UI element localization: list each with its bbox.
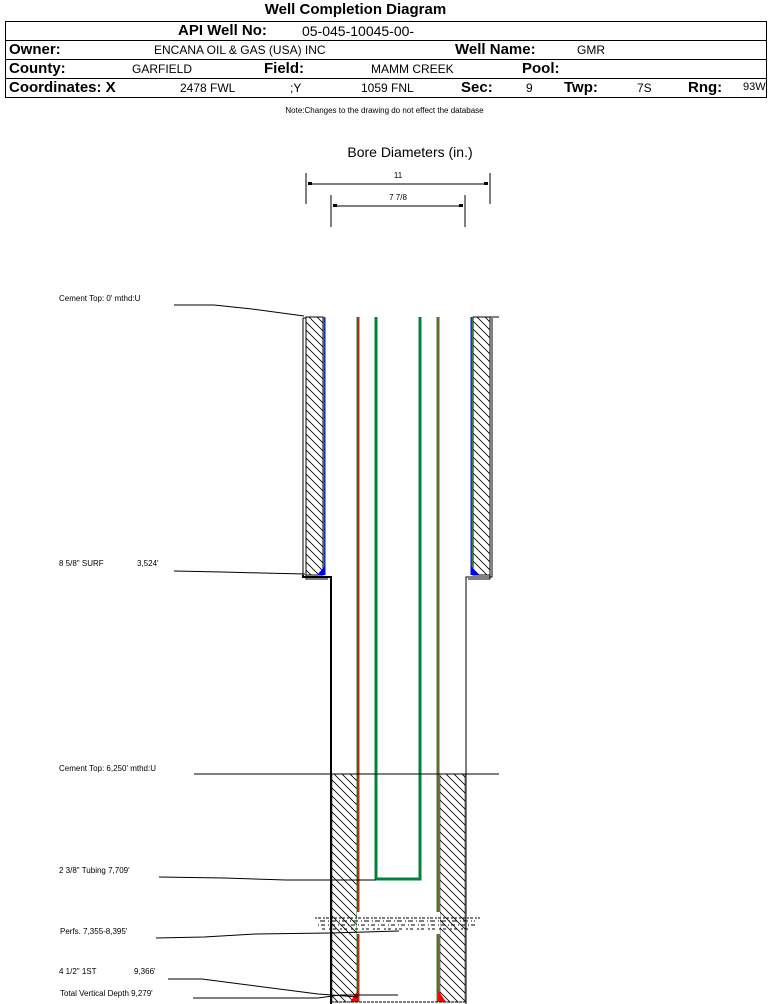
bore-diameter-7-7-8-label: 7 7/8 — [389, 193, 407, 202]
surface-casing-shoe-right — [471, 566, 479, 575]
surface-cement-left — [305, 316, 324, 576]
field-value: MAMM CREEK — [371, 62, 454, 76]
leader-cement-top-1 — [174, 304, 305, 317]
production-cement-left — [331, 773, 358, 1003]
rng-label: Rng: — [688, 79, 723, 96]
bore-dimension-11: 11 — [305, 171, 491, 204]
production-casing-shoe-right — [438, 990, 446, 1002]
production-cement-right — [439, 773, 466, 1003]
surface-cement-right — [472, 316, 491, 576]
label-production-casing-name: 4 1/2" 1ST — [59, 967, 97, 976]
sec-label: Sec: — [461, 79, 493, 96]
leader-surface-casing — [173, 570, 306, 575]
tubing — [374, 317, 422, 881]
pool-label: Pool: — [522, 60, 560, 77]
coord-x-value: 2478 FWL — [180, 81, 236, 95]
production-casing-shoe-left — [350, 990, 358, 1002]
label-surface-casing-depth: 3,524' — [137, 559, 159, 568]
label-production-casing-depth: 9,366' — [134, 967, 156, 976]
owner-label: Owner: — [9, 41, 61, 58]
leader-perfs — [155, 930, 400, 939]
coord-x-label: Coordinates: X — [9, 79, 116, 96]
leader-tvd — [193, 994, 398, 999]
field-label: Field: — [264, 60, 304, 77]
bore-dimension-7-7-8: 7 7/8 — [330, 193, 466, 227]
label-tvd: Total Vertical Depth 9,279' — [60, 989, 153, 998]
label-tubing: 2 3/8" Tubing 7,709' — [59, 866, 130, 875]
api-row: API Well No: 05-045-10045-00- — [5, 21, 767, 40]
sec-value: 9 — [526, 81, 533, 95]
county-label: County: — [9, 60, 66, 77]
label-cement-top-1: Cement Top: 0' mthd:U — [59, 294, 141, 303]
label-cement-top-2: Cement Top: 6,250' mthd:U — [59, 764, 156, 773]
label-surface-casing-name: 8 5/8" SURF — [59, 559, 104, 568]
note-text: Note:Changes to the drawing do not effec… — [285, 106, 484, 115]
page-title: Well Completion Diagram — [264, 1, 447, 18]
county-value: GARFIELD — [132, 62, 193, 76]
county-row: County: GARFIELD Field: MAMM CREEK Pool: — [5, 59, 767, 78]
coordinates-row: Coordinates: X 2478 FWL ;Y 1059 FNL Sec:… — [5, 78, 767, 98]
twp-label: Twp: — [564, 79, 598, 96]
leader-tubing — [158, 876, 376, 881]
api-value: 05-045-10045-00- — [302, 23, 415, 39]
bore-diameter-11-label: 11 — [394, 171, 403, 180]
coord-y-label: ;Y — [290, 81, 302, 95]
twp-value: 7S — [637, 81, 652, 95]
well-name-label: Well Name: — [455, 41, 536, 58]
owner-row: Owner: ENCANA OIL & GAS (USA) INC Well N… — [5, 40, 767, 59]
api-label: API Well No: — [178, 22, 267, 39]
coord-y-value: 1059 FNL — [361, 81, 414, 95]
label-perfs: Perfs. 7,355-8,395' — [60, 927, 128, 936]
surface-casing-shoe-left — [317, 566, 325, 575]
perforations — [315, 912, 480, 934]
diagram-title: Bore Diameters (in.) — [347, 144, 472, 160]
rng-value: 93W — [743, 81, 766, 93]
owner-value: ENCANA OIL & GAS (USA) INC — [154, 43, 326, 57]
well-name-value: GMR — [577, 43, 605, 57]
leader-production-casing — [168, 978, 359, 998]
